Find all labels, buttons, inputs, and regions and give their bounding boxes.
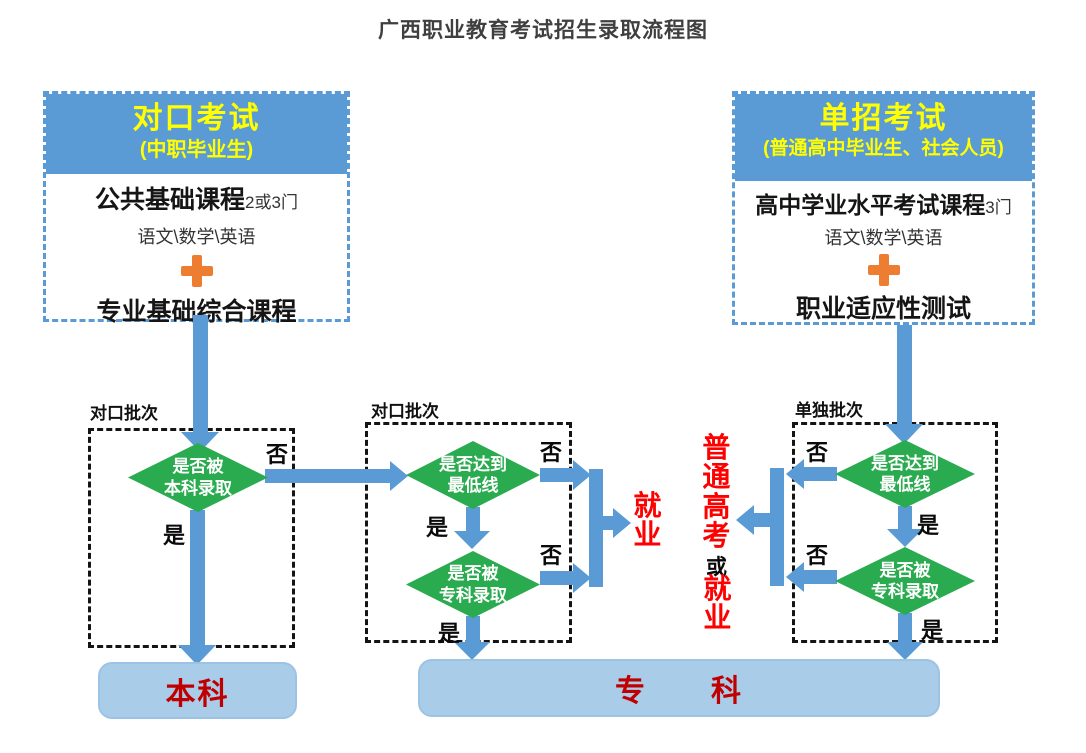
- result-benke-box: 本科: [98, 662, 297, 719]
- arrow-shaft: [803, 467, 837, 481]
- yes-label-d5: 是: [921, 618, 944, 643]
- arrowhead-down: [887, 529, 923, 547]
- arrowhead-down: [454, 531, 490, 549]
- danzhao-course2: 职业适应性测试: [795, 295, 971, 323]
- arrow-shaft: [897, 325, 912, 425]
- danzhao-exam-subtitle: (普通高中毕业生、社会人员): [763, 138, 1004, 159]
- result-zhuanke-box: 专 科: [418, 659, 940, 717]
- decision-line: 本科录取: [164, 478, 232, 498]
- danzhao-course1-note: 3门: [985, 198, 1012, 217]
- danzhao-exam-header: 单招考试 (普通高中毕业生、社会人员): [735, 94, 1032, 181]
- batch-box-right: [792, 422, 998, 643]
- arrow-shaft: [265, 469, 391, 483]
- yes-label-d1: 是: [163, 523, 186, 548]
- duikou-course1-note: 2或3门: [245, 193, 298, 212]
- yes-label-d4: 是: [917, 513, 940, 538]
- decision-line: 是否被: [447, 564, 499, 584]
- merge-bar-left: [589, 469, 603, 587]
- arrow-shaft: [753, 513, 771, 527]
- decision-line: 最低线: [879, 475, 931, 494]
- danzhao-exam-title: 单招考试: [819, 102, 948, 135]
- arrow-shaft: [466, 507, 480, 533]
- duikou-exam-body: 公共基础课程2或3门 语文\数学\英语 专业基础综合课程: [46, 174, 347, 328]
- arrowhead-left: [736, 505, 754, 535]
- arrow-shaft: [540, 571, 574, 585]
- duikou-course1: 公共基础课程2或3门: [46, 180, 347, 216]
- no-label-d1: 否: [266, 442, 289, 467]
- plus-icon: [867, 254, 900, 286]
- plus-icon: [180, 255, 213, 287]
- yes-label-d3: 是: [438, 621, 461, 646]
- arrow-shaft: [803, 570, 837, 584]
- outcome-gaokao: 普通高考: [702, 432, 731, 552]
- page-title: 广西职业教育考试招生录取流程图: [378, 19, 708, 42]
- arrow-shaft: [190, 510, 205, 648]
- no-label-d5: 否: [806, 543, 829, 568]
- no-label-d2: 否: [540, 440, 563, 465]
- arrowhead-left: [786, 562, 804, 592]
- arrow-shaft: [466, 616, 480, 644]
- danzhao-exam-body: 高中学业水平考试课程3门 语文\数学\英语 职业适应性测试: [735, 181, 1032, 325]
- no-label-d4: 否: [806, 440, 829, 465]
- decision-line: 最低线: [447, 476, 499, 495]
- arrowhead-right: [573, 460, 591, 490]
- arrow-shaft: [193, 315, 208, 433]
- duikou-exam-header: 对口考试 (中职毕业生): [46, 94, 347, 174]
- duikou-exam-title: 对口考试: [132, 102, 261, 135]
- decision-line: 是否被: [879, 560, 931, 580]
- yes-label-d2: 是: [426, 515, 449, 540]
- outcome-employment-right: 就业: [703, 573, 732, 634]
- danzhao-course1: 高中学业水平考试课程3门: [735, 186, 1032, 220]
- batch-label-right: 单独批次: [795, 401, 863, 420]
- outcome-employment-mid: 就业: [633, 490, 662, 551]
- result-benke-label: 本科: [165, 677, 230, 711]
- arrowhead-down: [454, 642, 490, 660]
- decision-line: 专科录取: [871, 582, 939, 601]
- arrowhead-left: [786, 459, 804, 489]
- result-zhuanke-label: 专 科: [615, 675, 743, 708]
- arrowhead-down: [885, 424, 923, 444]
- merge-bar-right: [770, 468, 784, 586]
- duikou-course1-name: 公共基础课程: [95, 186, 246, 214]
- decision-line: 是否达到: [439, 454, 507, 474]
- arrowhead-right: [573, 563, 591, 593]
- arrowhead-right: [390, 461, 408, 491]
- batch-label-left: 对口批次: [90, 404, 158, 423]
- arrow-shaft: [602, 516, 614, 530]
- or-label: 或: [706, 556, 727, 579]
- arrowhead-down: [887, 642, 923, 660]
- decision-line: 是否达到: [871, 453, 939, 473]
- arrowhead-right: [613, 508, 631, 538]
- arrow-shaft: [898, 613, 912, 644]
- decision-line: 是否被: [172, 457, 224, 477]
- arrow-shaft: [540, 468, 574, 482]
- arrowhead-down: [178, 645, 216, 665]
- danzhao-subjects: 语文\数学\英语: [824, 228, 943, 248]
- danzhao-course1-name: 高中学业水平考试课程: [755, 192, 986, 218]
- decision-line: 专科录取: [439, 585, 507, 605]
- danzhao-exam-box: 单招考试 (普通高中毕业生、社会人员) 高中学业水平考试课程3门 语文\数学\英…: [732, 91, 1035, 325]
- duikou-exam-subtitle: (中职毕业生): [139, 139, 254, 161]
- duikou-subjects: 语文\数学\英语: [137, 227, 256, 247]
- duikou-exam-box: 对口考试 (中职毕业生) 公共基础课程2或3门 语文\数学\英语 专业基础综合课…: [43, 91, 350, 326]
- arrow-shaft: [898, 506, 912, 531]
- no-label-d3: 否: [540, 543, 563, 568]
- batch-label-middle: 对口批次: [371, 402, 439, 421]
